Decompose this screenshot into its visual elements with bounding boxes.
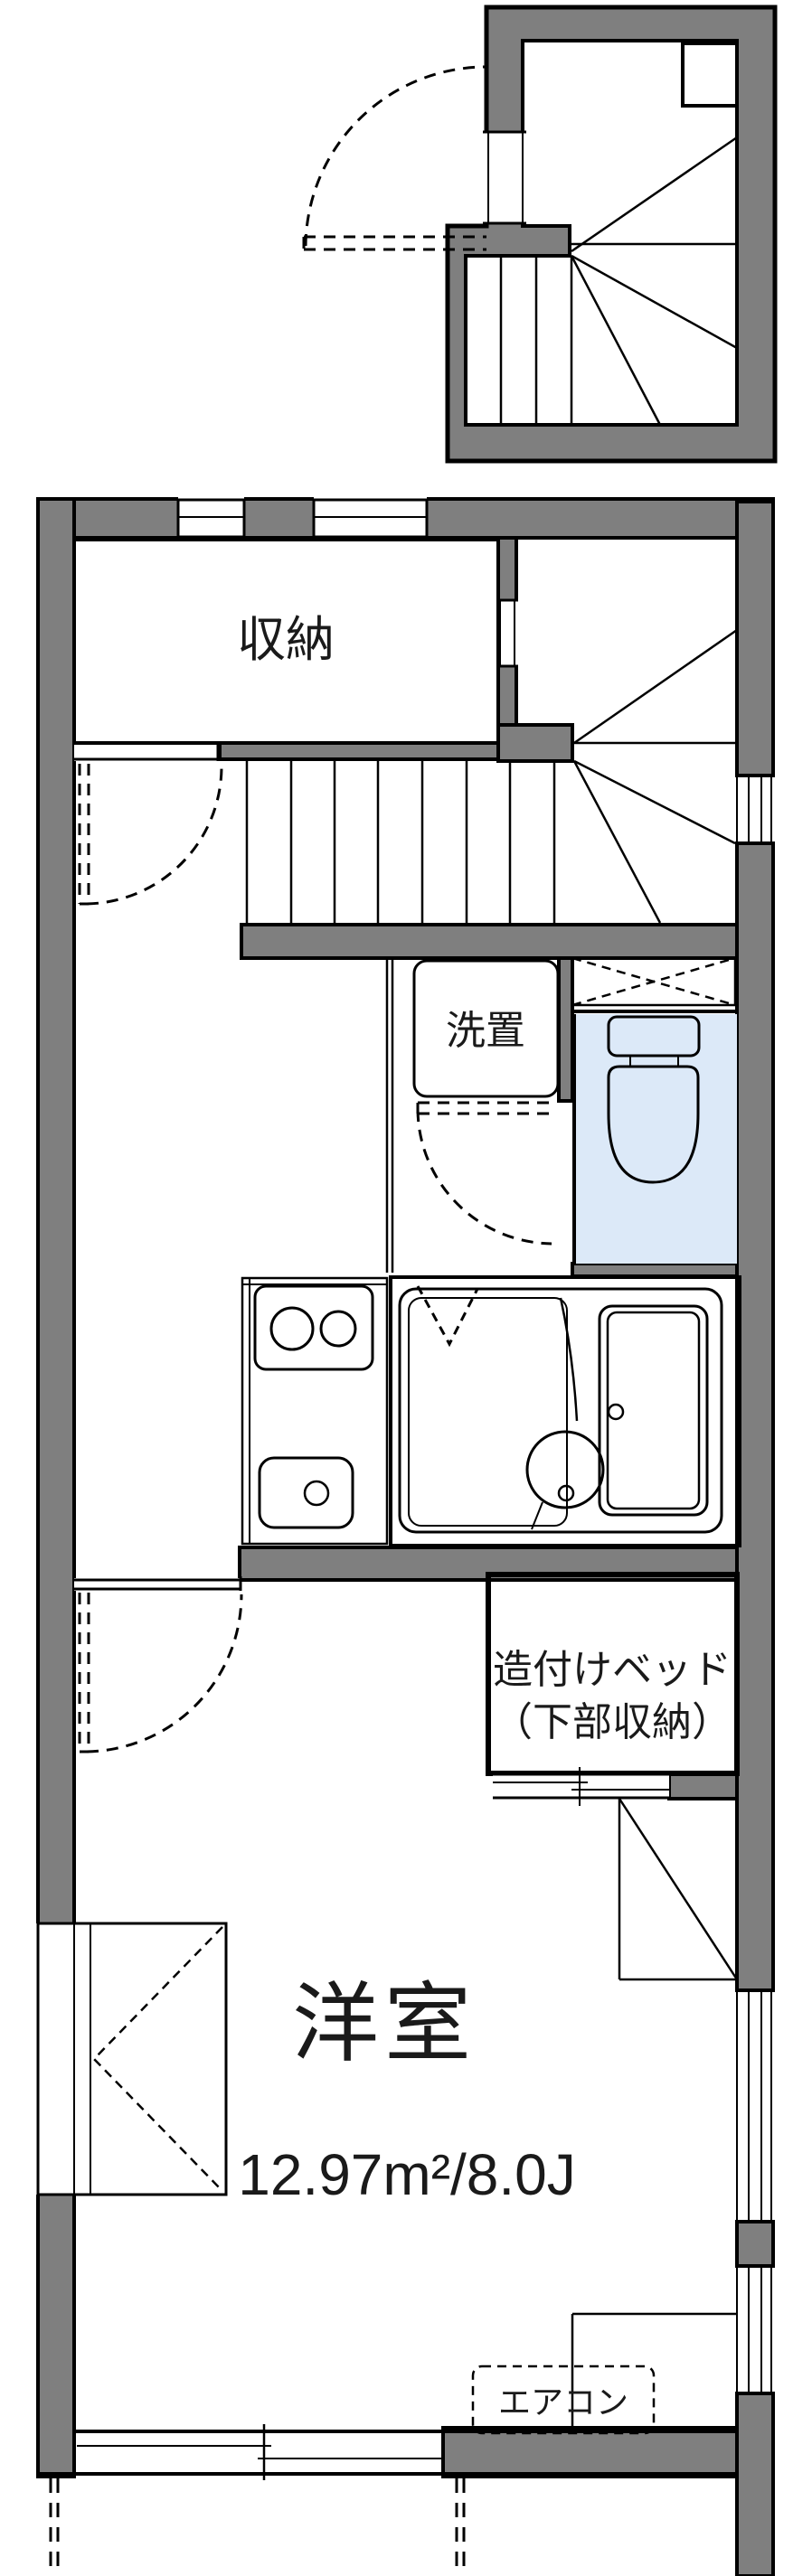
washroom-door-swing — [416, 1101, 553, 1246]
boundary-dashed-lines — [49, 2478, 466, 2576]
entry-door-swing — [302, 65, 486, 251]
labels: 収納 洗置 造付けベッド （下部収納） 洋室 12.97m²/8.0J エアコン — [237, 613, 732, 2421]
stair-landing-wall — [496, 723, 574, 763]
bath-unit-outline — [389, 1275, 741, 1547]
shower-floor — [408, 1297, 568, 1527]
western-room — [36, 1798, 775, 2576]
upper-winder-stairs — [499, 136, 738, 426]
right-window-1 — [735, 774, 775, 845]
air-conditioner-box — [471, 2364, 656, 2435]
western-room-area: 12.97m²/8.0J — [238, 2142, 576, 2207]
right-wall — [735, 500, 775, 2576]
stove-burner — [319, 1310, 357, 1348]
washer-label: 洗置 — [446, 1009, 525, 1053]
storage-door-swing — [78, 764, 223, 906]
right-window-2 — [735, 1988, 775, 2223]
bed-label-line2: （下部収納） — [493, 1700, 732, 1744]
washer-area — [385, 958, 560, 1273]
upper-stair-structure — [302, 5, 778, 464]
western-room-label: 洋室 — [292, 1976, 477, 2073]
storage-room-floor — [72, 538, 500, 745]
unit-bath — [389, 1275, 741, 1547]
shoe-cabinet — [681, 42, 739, 108]
bedroom-door-swing — [78, 1593, 243, 1753]
bath-partition-curve — [559, 1297, 579, 1422]
shower-drain-circle — [525, 1430, 605, 1509]
toilet-room-floor — [574, 1014, 737, 1264]
bed-bottom-stub-wall — [667, 1772, 739, 1800]
two-burner-stove — [253, 1284, 374, 1371]
bed-sliding-door — [493, 1767, 669, 1806]
casement-window — [36, 1922, 228, 2196]
main-walls — [36, 497, 775, 2576]
right-window-3 — [735, 2264, 775, 2395]
top-window-1 — [176, 496, 246, 541]
built-in-bed — [78, 1572, 740, 1806]
bath-floor — [398, 1287, 723, 1534]
upper-stair-cavity — [464, 39, 739, 427]
shower-drain — [557, 1484, 575, 1502]
sink-drain — [303, 1480, 330, 1507]
kitchen-counter — [241, 1276, 389, 1546]
kitchen — [241, 1276, 389, 1546]
stove-burner — [269, 1306, 315, 1351]
storage-label: 収納 — [237, 613, 335, 667]
bedroom-door-opening — [74, 1576, 242, 1591]
main-staircase — [245, 628, 738, 924]
folding-bath-door — [416, 1285, 479, 1348]
bottom-sliding-window — [38, 2424, 737, 2480]
storage-room — [72, 538, 500, 745]
entry-door-opening — [483, 132, 526, 223]
bed-label-line1: 造付けベッド — [493, 1648, 732, 1692]
stair-bottom-wall — [240, 923, 739, 960]
hatch-x-box — [571, 956, 737, 1007]
bathtub — [598, 1304, 709, 1517]
corner-closet — [618, 1798, 739, 1981]
toilet-room — [572, 1010, 737, 1264]
washer-toilet-wall — [557, 956, 574, 1103]
bottom-wall — [441, 2426, 739, 2478]
bath-door-opening — [414, 1269, 545, 1278]
top-window-2 — [312, 496, 429, 541]
washing-machine-pad — [412, 959, 560, 1098]
toilet-bottom-wall — [571, 1262, 739, 1278]
drain-line — [531, 1501, 543, 1530]
aircon-label: エアコン — [498, 2383, 628, 2421]
tub-drain — [607, 1403, 625, 1421]
kitchen-sink — [258, 1456, 354, 1529]
storage-bottom-wall — [218, 741, 500, 761]
bathtub-inner — [606, 1311, 701, 1510]
toilet — [607, 1015, 701, 1184]
bottom-right-closet — [571, 2312, 737, 2431]
